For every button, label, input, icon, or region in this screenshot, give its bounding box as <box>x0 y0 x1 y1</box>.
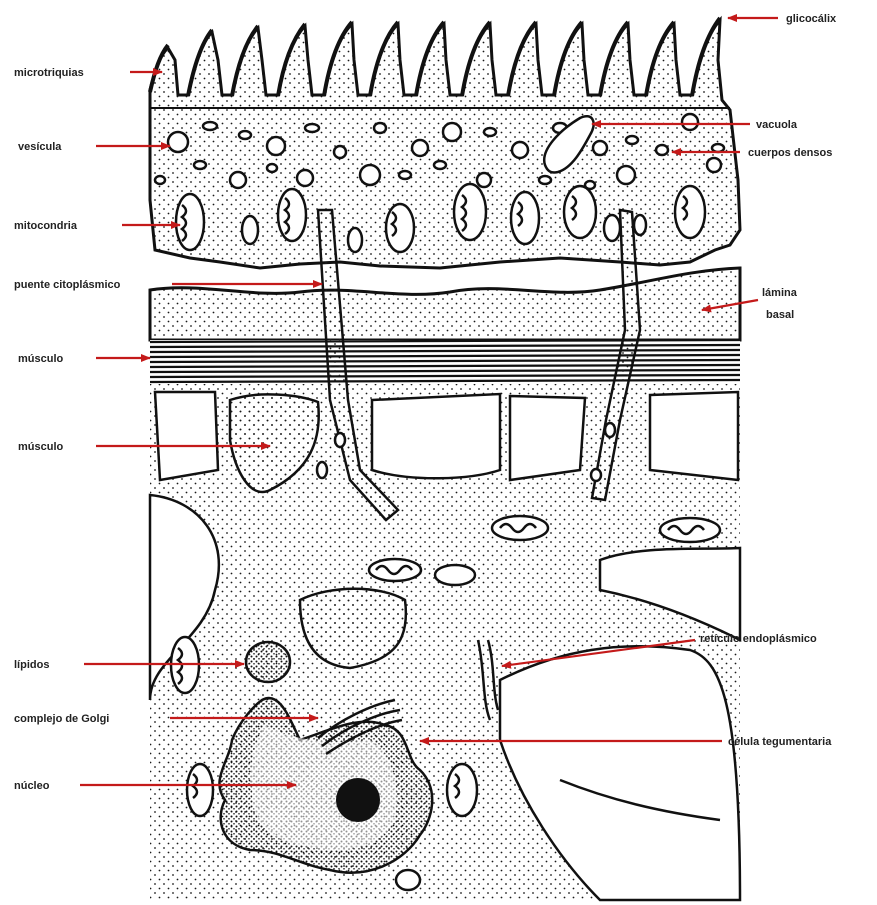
label-reticulo-endoplasmico: retículo endoplásmico <box>700 633 817 645</box>
label-vacuola: vacuola <box>756 119 798 131</box>
label-lipidos: lípidos <box>14 659 49 671</box>
label-puente-citoplasmico: puente citoplásmico <box>14 279 121 291</box>
label-musculo-2: músculo <box>18 441 64 453</box>
label-lamina-basal-2: basal <box>766 309 794 321</box>
label-lamina-basal-1: lámina <box>762 287 798 299</box>
basal-lamina <box>150 268 740 340</box>
nucleolus <box>336 778 380 822</box>
lipid-droplet <box>246 642 290 682</box>
muscle-band <box>150 340 740 384</box>
label-celula-tegumentaria: célula tegumentaria <box>728 736 832 748</box>
label-musculo-1: músculo <box>18 353 64 365</box>
label-mitocondria: mitocondria <box>14 220 78 232</box>
label-vesicula: vesícula <box>18 141 62 153</box>
label-nucleo: núcleo <box>14 780 50 792</box>
label-glicocalix: glicocálix <box>786 13 837 25</box>
tegument-syncytium <box>150 18 740 268</box>
label-complejo-golgi: complejo de Golgi <box>14 713 109 725</box>
label-microtriquias: microtriquias <box>14 67 84 79</box>
label-cuerpos-densos: cuerpos densos <box>748 147 832 159</box>
